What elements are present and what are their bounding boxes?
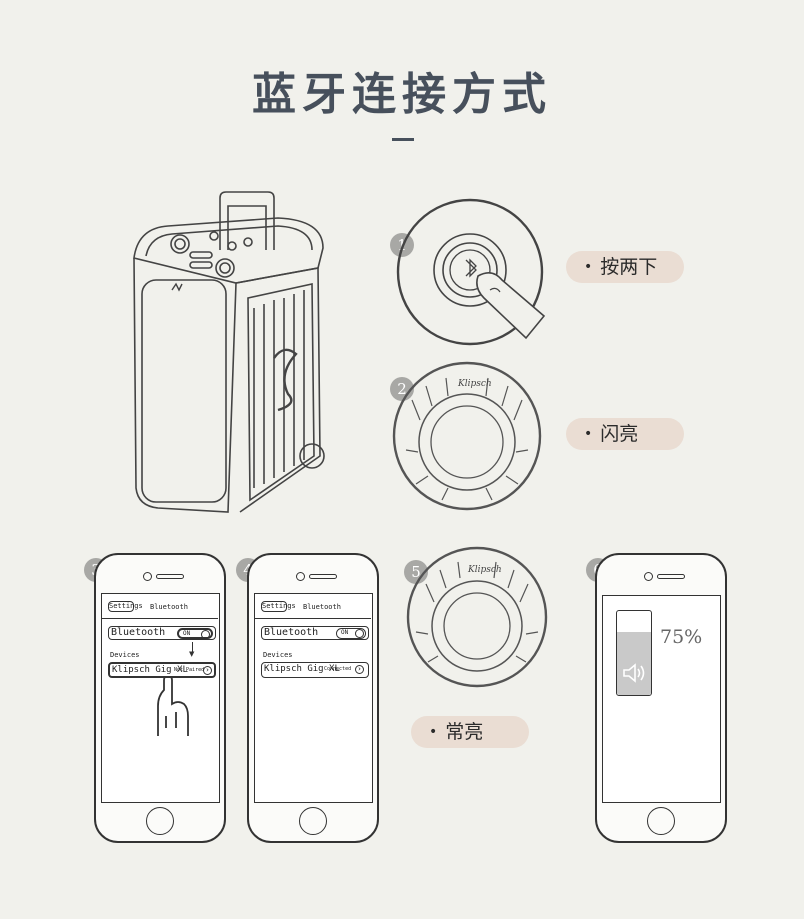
page-title: 蓝牙连接方式: [252, 69, 552, 120]
phone-step6: 75%: [595, 553, 727, 843]
toggle-knob: [355, 629, 364, 638]
home-button[interactable]: [146, 807, 174, 835]
toggle-on-label: ON: [183, 630, 191, 637]
arrow-line: [192, 642, 193, 652]
home-button[interactable]: [299, 807, 327, 835]
home-button[interactable]: [647, 807, 675, 835]
bluetooth-row: Bluetooth ON: [108, 626, 216, 640]
device-status: Not Paired: [174, 667, 205, 673]
phone-speaker-slot: [657, 574, 685, 579]
step2-action-label: 闪亮: [600, 423, 639, 445]
bluetooth-toggle[interactable]: ON: [336, 628, 366, 639]
phone-screen: Settings Bluetooth Bluetooth ON Devices …: [254, 593, 373, 803]
volume-slider[interactable]: [616, 610, 652, 696]
step1-action-label: 按两下: [600, 256, 658, 278]
header-divider: [255, 618, 371, 619]
step5-action-pill: •常亮: [411, 716, 529, 748]
device-status: Connected: [324, 666, 352, 672]
step2-speaker-flash: Klipsch: [392, 361, 542, 511]
bluetooth-label: Bluetooth: [111, 627, 166, 638]
chevron-right-icon: ›: [355, 665, 364, 674]
phone-camera: [296, 572, 305, 581]
speaker-logo: Klipsch: [457, 379, 492, 389]
toggle-knob: [201, 630, 210, 639]
phone-speaker-slot: [309, 574, 337, 579]
bluetooth-row: Bluetooth ON: [261, 626, 369, 640]
step5-speaker-steady: Klipsch: [406, 546, 548, 688]
phone-step4: Settings Bluetooth Bluetooth ON Devices …: [247, 553, 379, 843]
phone-step3: Settings Bluetooth Bluetooth ON ▼ Device…: [94, 553, 226, 843]
screen-header: Bluetooth: [303, 603, 341, 611]
volume-level-fill: [617, 632, 651, 695]
devices-label: Devices: [263, 651, 293, 659]
settings-back-button[interactable]: Settings: [261, 601, 296, 612]
chevron-right-icon: ›: [203, 666, 212, 675]
device-name: Klipsch Gig XL: [264, 664, 340, 674]
device-row[interactable]: Klipsch Gig XL Connected ›: [261, 662, 369, 678]
step1-button-closeup: [396, 198, 546, 346]
finger-press-icon: [476, 272, 546, 340]
speaker-logo: Klipsch: [467, 565, 502, 575]
screen-header: Bluetooth: [150, 603, 188, 611]
devices-label: Devices: [110, 651, 140, 659]
device-name: Klipsch Gig XL: [112, 665, 188, 675]
phone-speaker-slot: [156, 574, 184, 579]
bluetooth-toggle[interactable]: ON: [177, 628, 213, 639]
arrow-down-icon: ▼: [189, 650, 195, 658]
device-row[interactable]: Klipsch Gig XL Not Paired ›: [108, 662, 216, 678]
phone-camera: [644, 572, 653, 581]
bluetooth-icon: [465, 258, 477, 278]
toggle-on-label: ON: [341, 629, 349, 636]
phone-camera: [143, 572, 152, 581]
volume-percent: 75%: [660, 626, 703, 648]
phone-screen: 75%: [602, 595, 721, 803]
step1-action-pill: •按两下: [566, 251, 684, 283]
step2-action-pill: •闪亮: [566, 418, 684, 450]
title-underline: [392, 138, 414, 141]
header-divider: [102, 618, 218, 619]
finger-tap-icon: [157, 676, 189, 736]
bluetooth-label: Bluetooth: [264, 627, 319, 638]
speaker-volume-icon: [623, 663, 645, 683]
phone-screen: Settings Bluetooth Bluetooth ON ▼ Device…: [101, 593, 220, 803]
step5-action-label: 常亮: [445, 721, 484, 743]
speaker-illustration: [133, 191, 325, 513]
settings-back-button[interactable]: Settings: [108, 601, 143, 612]
